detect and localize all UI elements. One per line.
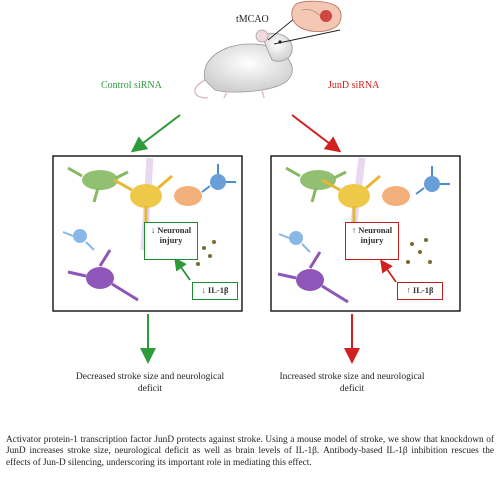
model-label: tMCAO: [236, 14, 269, 25]
control-branch-arrow: [130, 114, 181, 153]
left-il1b-box: ↓ IL-1β: [192, 282, 238, 300]
figure-caption: Activator protein-1 transcription factor…: [6, 435, 494, 468]
right-neuronal-injury-box: ↑ Neuronal injury: [345, 222, 399, 260]
right-outcome-text: Increased stroke size and neurological d…: [279, 372, 425, 394]
right-il1b-box: ↑ IL-1β: [397, 282, 443, 300]
jund-branch-arrow: [291, 114, 342, 153]
left-outcome-text: Decreased stroke size and neurological d…: [75, 372, 225, 394]
left-neuronal-injury-box: ↓ Neuronal injury: [144, 222, 198, 260]
brain-inset-icon: [291, 0, 342, 32]
jund-sirna-label: JunD siRNA: [328, 80, 380, 91]
control-sirna-label: Control siRNA: [101, 80, 162, 91]
